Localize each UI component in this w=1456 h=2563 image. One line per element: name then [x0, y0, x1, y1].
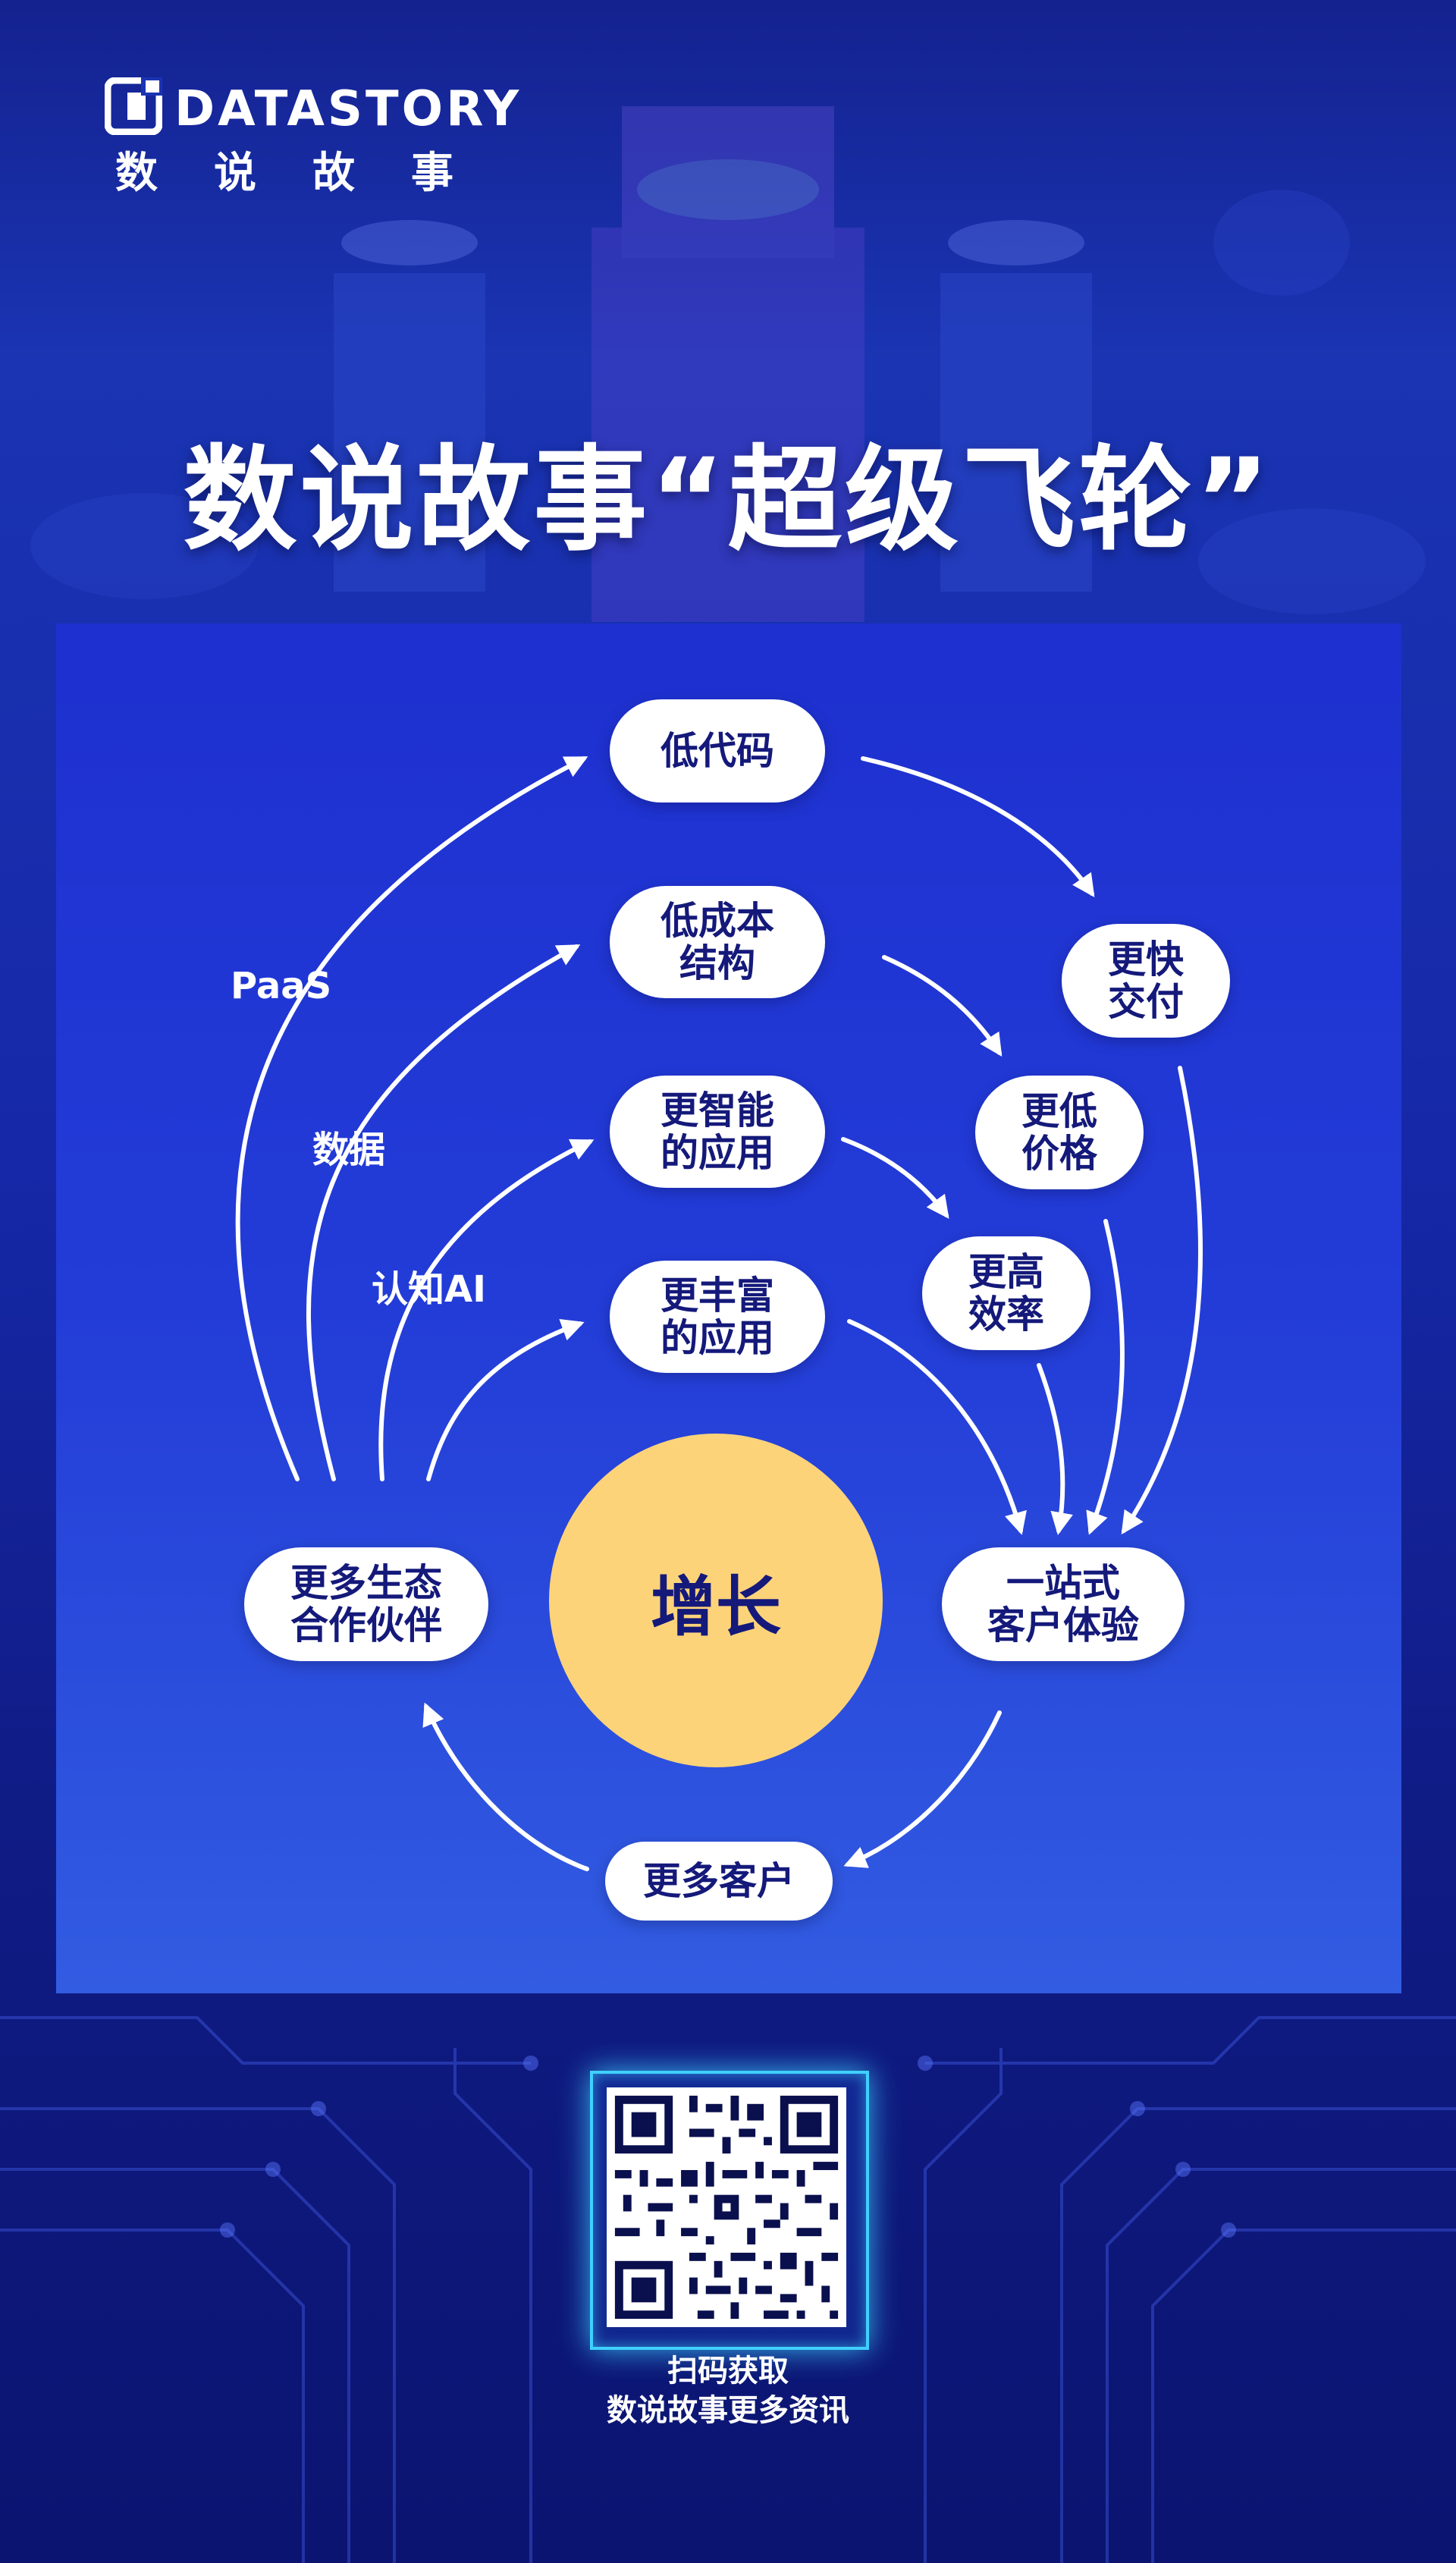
edge-label-data: 数据: [312, 1129, 386, 1171]
node-more-customers: 更多客户: [605, 1842, 833, 1921]
node-higher-efficiency: 更高 效率: [922, 1236, 1090, 1350]
qr-caption: 扫码获取 数说故事更多资讯: [0, 2351, 1456, 2430]
arrow-paas: [235, 756, 588, 1481]
qr-caption-line1: 扫码获取: [667, 2354, 789, 2389]
arrow-cognitive-ai: [378, 1139, 595, 1481]
arrow-lowcode-faster: [861, 756, 1095, 897]
arrow-richer: [426, 1319, 585, 1481]
qr-caption-line2: 数说故事更多资讯: [607, 2393, 849, 2428]
node-richer-apps: 更丰富 的应用: [610, 1261, 825, 1373]
node-one-stop-experience: 一站式 客户体验: [942, 1547, 1185, 1661]
node-more-partners: 更多生态 合作伙伴: [244, 1547, 488, 1661]
arrow-efficiency-onestop: [1037, 1363, 1073, 1535]
brand-wordmark: DATASTORY: [174, 81, 522, 137]
datastory-logo-icon: [105, 77, 162, 135]
node-low-cost-structure: 低成本 结构: [610, 886, 825, 998]
brand-chinese-name: 数说故事: [115, 149, 510, 198]
edge-label-cognitive-ai: 认知AI: [372, 1268, 487, 1311]
arrow-onestop-customers: [843, 1710, 1002, 1868]
node-low-code: 低代码: [610, 699, 825, 803]
arrow-lowerprice-onestop: [1086, 1219, 1125, 1535]
arrow-lowcost-lowerprice: [882, 955, 1003, 1057]
poster-title: 数说故事“超级飞轮”: [183, 435, 1273, 567]
arrow-richer-onestop: [847, 1319, 1027, 1535]
edge-label-paas: PaaS: [231, 965, 332, 1007]
qr-code[interactable]: [607, 2087, 846, 2327]
brand-logo: DATASTORY 数说故事: [105, 74, 575, 211]
node-lower-price: 更低 价格: [975, 1076, 1144, 1189]
arrow-data: [306, 944, 581, 1481]
node-smarter-apps: 更智能 的应用: [610, 1076, 825, 1188]
arrow-customers-partners: [422, 1702, 589, 1871]
node-faster-delivery: 更快 交付: [1062, 924, 1230, 1038]
arrow-faster-onestop: [1121, 1066, 1203, 1535]
arrow-smarter-efficiency: [841, 1137, 949, 1219]
growth-hub: 增长: [549, 1434, 883, 1767]
